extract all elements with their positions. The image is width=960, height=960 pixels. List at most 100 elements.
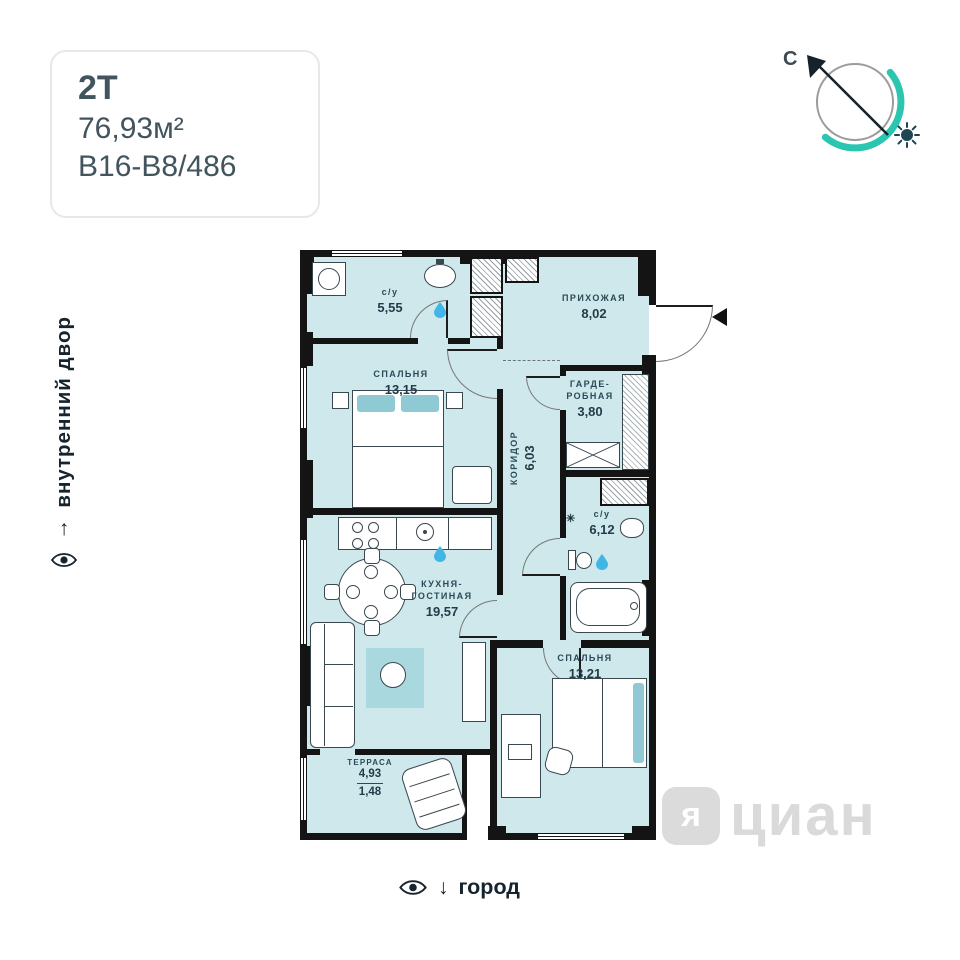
wall-pier	[300, 332, 313, 366]
apartment-type: 2Т	[78, 69, 118, 107]
compass-icon	[807, 55, 920, 152]
toilet-tank	[568, 550, 576, 570]
room-area: 8,02	[581, 306, 607, 321]
water-drop-icon	[434, 546, 446, 567]
window	[300, 758, 307, 820]
sofa-back-line	[324, 624, 325, 746]
bed-blanket-line	[352, 446, 444, 447]
city-label: город	[458, 875, 520, 899]
room-name: ТЕРРАСА	[347, 758, 393, 767]
sink-icon	[424, 264, 456, 288]
lounge-bar	[409, 773, 450, 788]
eye-icon	[50, 552, 78, 567]
shaft-hatch	[600, 478, 649, 506]
room-name: с/у	[381, 287, 399, 297]
plate	[384, 585, 398, 599]
wall	[560, 410, 566, 538]
wall-pier	[488, 826, 506, 840]
wall-pier	[300, 250, 314, 294]
plate	[346, 585, 360, 599]
wall	[581, 640, 649, 648]
room-name: СПАЛЬНЯ	[373, 369, 429, 379]
wall	[462, 755, 467, 840]
wall	[490, 640, 497, 840]
room-area: 1,48	[358, 786, 382, 798]
water-drop-icon	[596, 554, 608, 575]
counter-divider	[448, 517, 449, 550]
wall	[566, 470, 649, 477]
wall	[490, 640, 543, 648]
room-label-bedroom2: СПАЛЬНЯ 13,21	[538, 652, 632, 681]
chair	[324, 584, 340, 600]
wall	[497, 389, 503, 595]
wardrobe-hatch	[622, 374, 649, 470]
wall	[355, 749, 490, 755]
sofa-cushion-line	[324, 664, 353, 665]
kitchen-counter	[338, 517, 492, 550]
shaft-hatch	[470, 257, 503, 294]
room-label-bedroom1: СПАЛЬНЯ 13,15	[356, 368, 446, 397]
room-name: с/у	[593, 509, 611, 519]
room-name: КОРИДОР	[509, 430, 519, 486]
wall	[307, 749, 320, 755]
nightstand	[446, 392, 463, 409]
eye-icon	[399, 880, 427, 895]
room-label-bath1: с/у 5,55	[350, 286, 430, 315]
pillow	[633, 683, 644, 763]
zone-divider-dashed	[503, 360, 560, 361]
window	[332, 250, 402, 257]
chair	[400, 584, 416, 600]
plate	[364, 565, 378, 579]
courtyard-label: внутренний двор	[52, 316, 75, 508]
bathtub-inner	[576, 588, 640, 626]
pillow	[357, 395, 395, 412]
room-area: 3,80	[577, 404, 603, 419]
wall	[307, 508, 497, 515]
window	[300, 540, 307, 644]
room-name: ПРИХОЖАЯ	[562, 293, 626, 303]
arrow-down-icon: ↓	[438, 875, 449, 899]
pillow	[401, 395, 439, 412]
compass-north-label: С	[783, 48, 798, 70]
wall	[560, 365, 566, 376]
room-area: 5,55	[377, 300, 403, 315]
boiler-mark-icon: ✳	[566, 513, 576, 525]
wall	[307, 338, 418, 344]
window	[300, 368, 307, 428]
shaft-hatch	[470, 296, 503, 338]
entry-door-swing	[656, 305, 713, 362]
stove-burner	[352, 538, 363, 549]
room-area: 6,03	[522, 445, 537, 471]
washer-drum	[318, 268, 340, 290]
floor-plan: ✳ с/у 5,55 ПРИХОЖАЯ 8,02 СПАЛЬНЯ 13,15 Г…	[300, 250, 727, 840]
washing-machine-icon	[312, 262, 346, 296]
room-label-wardrobe: ГАРДЕ- РОБНАЯ 3,80	[560, 378, 620, 419]
wall	[566, 365, 649, 371]
apartment-code: В16-В8/486	[78, 150, 237, 183]
wall	[497, 338, 503, 349]
cabinet	[452, 466, 492, 504]
room-name: СПАЛЬНЯ	[557, 653, 613, 663]
entry-arrow-icon	[712, 308, 727, 326]
wall-pier	[300, 646, 313, 706]
arrow-up-icon: ↑	[58, 516, 70, 540]
room-name: КУХНЯ-	[421, 579, 463, 589]
chair	[364, 620, 380, 636]
sink-tap	[436, 259, 444, 264]
wall-pier	[300, 460, 313, 518]
chair	[364, 548, 380, 564]
window	[538, 833, 624, 840]
stove-burner	[352, 522, 363, 533]
stove-burner	[368, 522, 379, 533]
shaft-hatch	[505, 257, 539, 283]
sink-dot	[423, 530, 427, 534]
room-label-kitchen: КУХНЯ- ГОСТИНАЯ 19,57	[402, 578, 482, 619]
room-area: 6,12	[589, 522, 615, 537]
building-notch	[466, 755, 492, 840]
room-name: ГОСТИНАЯ	[411, 591, 473, 601]
room-name: ГАРДЕ-	[569, 379, 611, 389]
room-label-corridor: КОРИДОР 6,03	[508, 413, 548, 503]
wall-pier	[632, 826, 656, 840]
room-label-terrace: ТЕРРАСА 4,93 1,48	[338, 758, 402, 799]
